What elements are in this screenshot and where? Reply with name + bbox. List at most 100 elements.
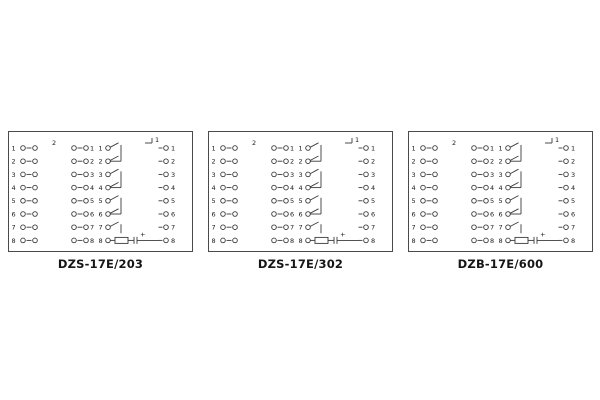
terminal-number: 8 <box>412 237 416 245</box>
terminal-number: 3 <box>371 171 375 179</box>
terminal-number: 2 <box>490 158 494 166</box>
terminal-circle <box>305 198 311 204</box>
terminal-circle <box>505 224 511 230</box>
terminal-number: 4 <box>12 184 16 192</box>
terminal-circle <box>163 198 169 204</box>
terminal-number: 5 <box>499 197 503 205</box>
contact-blade <box>110 195 119 201</box>
terminal-number: 6 <box>490 210 494 218</box>
terminal-number: 6 <box>371 210 375 218</box>
terminal-circle <box>105 198 111 204</box>
terminal-circle <box>283 237 289 244</box>
terminal-circle <box>83 145 89 151</box>
terminal-circle <box>271 145 277 151</box>
terminal-circle <box>71 224 77 230</box>
terminal-circle <box>432 184 438 191</box>
terminal-number: 8 <box>12 237 16 245</box>
terminal-circle <box>71 158 77 164</box>
panel-border <box>208 131 393 252</box>
coil <box>314 236 329 244</box>
terminal-circle <box>220 171 226 178</box>
terminal-circle <box>163 171 169 178</box>
terminal-circle <box>432 158 438 164</box>
terminal-number: 3 <box>99 171 103 179</box>
terminal-circle <box>163 211 169 217</box>
terminal-number: 6 <box>571 210 575 218</box>
coil <box>514 236 529 244</box>
terminal-circle <box>271 237 277 244</box>
terminal-circle <box>432 198 438 204</box>
coil <box>114 236 129 244</box>
terminal-number: 5 <box>290 197 294 205</box>
terminal-number: 1 <box>171 144 175 152</box>
terminal-circle <box>563 158 569 164</box>
terminal-number: 5 <box>212 197 216 205</box>
terminal-circle <box>83 224 89 230</box>
terminal-circle <box>71 198 77 204</box>
terminal-circle <box>271 171 277 178</box>
group-marker-1: 1 <box>155 136 159 144</box>
terminal-number: 8 <box>299 237 303 245</box>
terminal-number: 8 <box>99 237 103 245</box>
terminal-circle <box>220 198 226 204</box>
terminal-circle <box>305 224 311 230</box>
terminal-number: 5 <box>299 197 303 205</box>
terminal-number: 4 <box>490 184 494 192</box>
terminal-circle <box>163 184 169 191</box>
terminal-circle <box>483 158 489 164</box>
terminal-number: 4 <box>571 184 575 192</box>
terminal-number: 1 <box>499 144 503 152</box>
terminal-circle <box>83 198 89 204</box>
terminal-circle <box>471 145 477 151</box>
terminal-number: 5 <box>12 197 16 205</box>
terminal-number: 7 <box>99 224 103 232</box>
terminal-number: 5 <box>490 197 494 205</box>
terminal-circle <box>105 158 111 164</box>
terminal-number: 4 <box>290 184 294 192</box>
terminal-circle <box>283 224 289 230</box>
terminal-number: 3 <box>290 171 294 179</box>
terminal-number: 6 <box>412 210 416 218</box>
terminal-number: 1 <box>90 144 94 152</box>
contact-blade <box>310 182 319 188</box>
terminal-number: 3 <box>499 171 503 179</box>
terminal-number: 7 <box>499 224 503 232</box>
terminal-number: 6 <box>171 210 175 218</box>
terminal-number: 3 <box>299 171 303 179</box>
contact-blade <box>310 155 319 161</box>
terminal-circle <box>83 184 89 191</box>
terminal-number: 7 <box>12 224 16 232</box>
terminal-number: 1 <box>290 144 294 152</box>
terminal-circle <box>363 211 369 217</box>
terminal-circle <box>32 211 38 217</box>
terminal-number: 2 <box>412 158 416 166</box>
terminal-circle <box>432 224 438 230</box>
terminal-number: 3 <box>12 171 16 179</box>
terminal-circle <box>432 145 438 151</box>
terminal-circle <box>363 145 369 151</box>
polarity-plus: + <box>340 230 345 238</box>
contact-blade <box>110 208 119 214</box>
terminal-circle <box>232 145 238 151</box>
terminal-number: 2 <box>571 158 575 166</box>
terminal-circle <box>420 198 426 204</box>
terminal-circle <box>283 171 289 178</box>
terminal-number: 8 <box>171 237 175 245</box>
terminal-circle <box>471 237 477 244</box>
terminal-circle <box>32 198 38 204</box>
terminal-number: 3 <box>571 171 575 179</box>
terminal-circle <box>283 211 289 217</box>
terminal-number: 4 <box>90 184 94 192</box>
terminal-circle <box>71 237 77 244</box>
terminal-number: 8 <box>290 237 294 245</box>
terminal-number: 4 <box>171 184 175 192</box>
terminal-circle <box>232 211 238 217</box>
terminal-number: 1 <box>412 144 416 152</box>
terminal-circle <box>83 171 89 178</box>
terminal-circle <box>163 224 169 230</box>
